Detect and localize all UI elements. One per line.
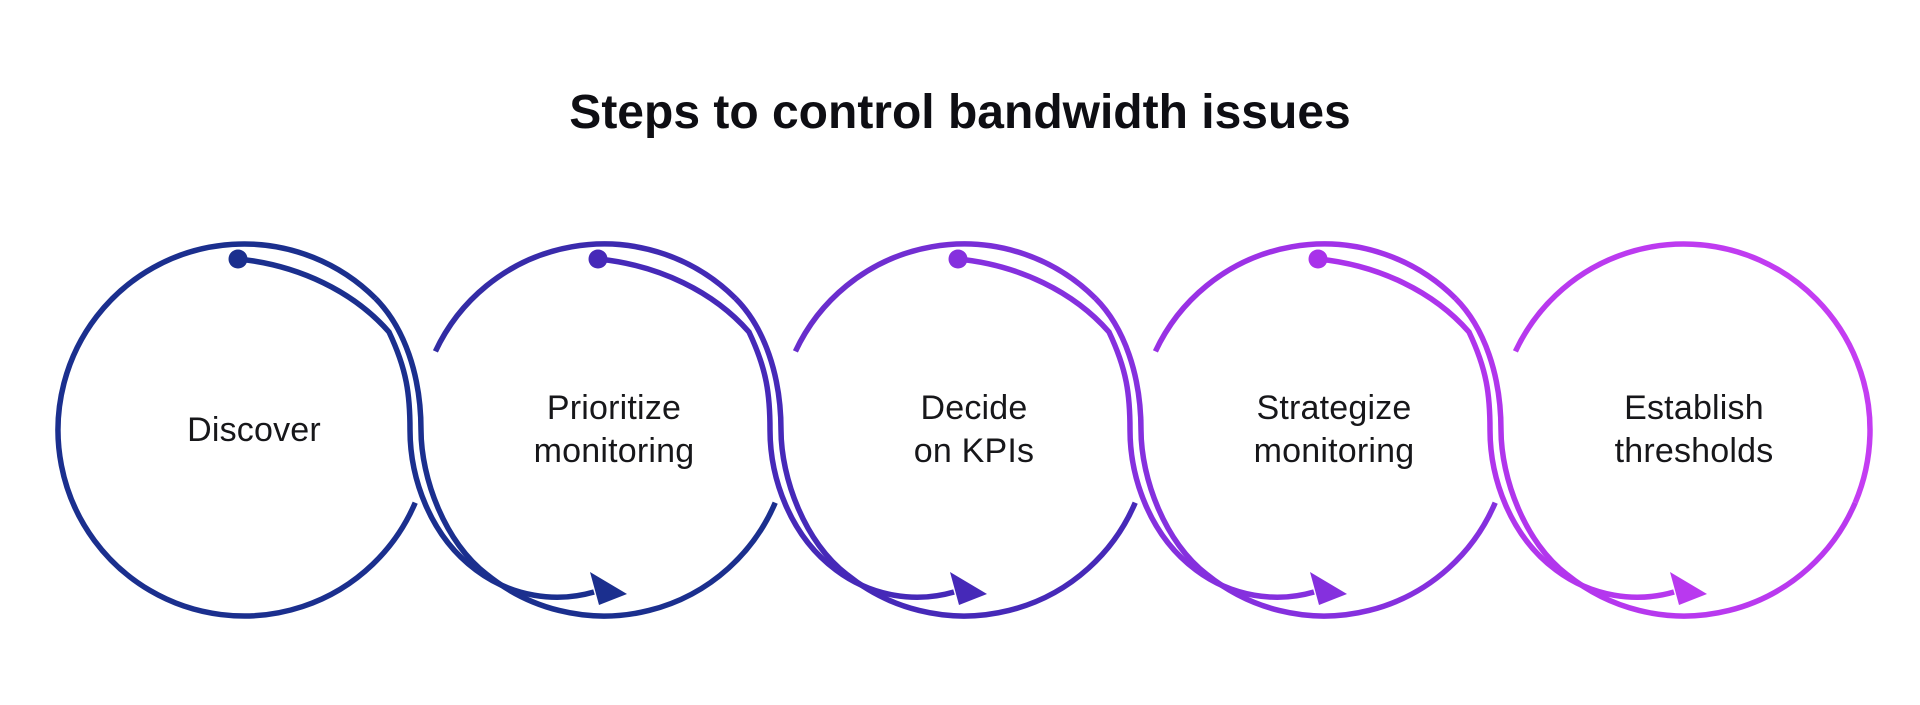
step-1-ring bbox=[55, 241, 418, 619]
step-5-arrow-icon bbox=[1670, 572, 1707, 605]
step-4-arrow-icon bbox=[1310, 572, 1347, 605]
page-title: Steps to control bandwidth issues bbox=[569, 86, 1351, 139]
step-2-arrow-icon bbox=[590, 572, 627, 605]
step-3-start-dot bbox=[948, 249, 968, 269]
step-3-arrow-icon bbox=[950, 572, 987, 605]
step-4-ring bbox=[1152, 241, 1458, 353]
step-5-ring bbox=[1512, 241, 1873, 504]
step-2-ring bbox=[432, 241, 738, 353]
step-label-strategize-monitoring: Strategize monitoring bbox=[1253, 389, 1415, 470]
step-3-swoosh bbox=[957, 256, 1315, 600]
step-label-decide-on-kpis: Decide on KPIs bbox=[913, 389, 1035, 470]
step-1-start-dot bbox=[228, 249, 248, 269]
step-label-discover: Discover bbox=[187, 410, 321, 449]
step-4-swoosh bbox=[1317, 256, 1675, 600]
step-4-start-dot bbox=[1308, 249, 1328, 269]
step-2-swoosh bbox=[597, 256, 955, 600]
step-3-ring bbox=[792, 241, 1098, 353]
step-label-prioritize-monitoring: Prioritize monitoring bbox=[533, 389, 695, 470]
step-1-swoosh bbox=[237, 256, 595, 600]
step-2-start-dot bbox=[588, 249, 608, 269]
step-label-establish-thresholds: Establish thresholds bbox=[1614, 389, 1774, 470]
